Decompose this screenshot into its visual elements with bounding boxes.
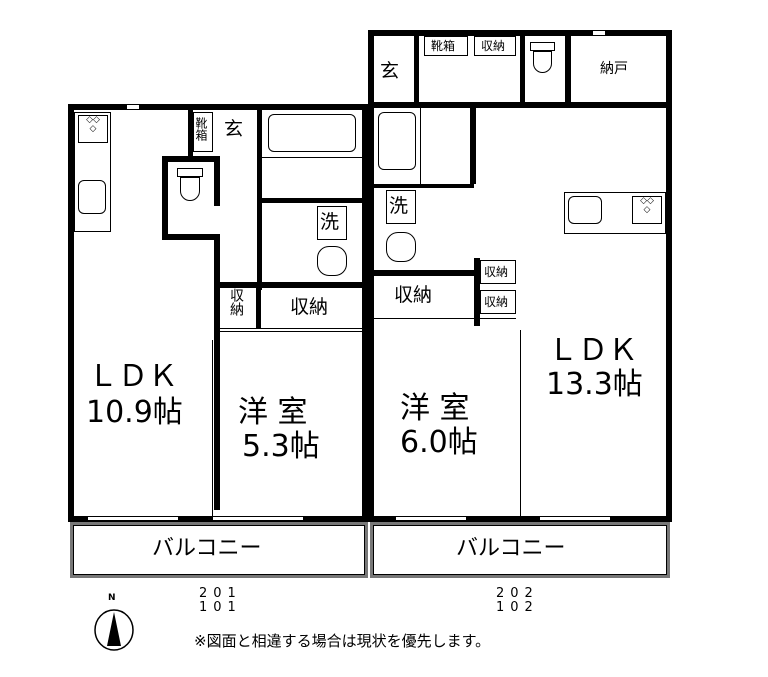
divider [262, 157, 362, 158]
door-opening [592, 30, 606, 36]
wall [368, 30, 672, 36]
storage-upper [480, 260, 516, 284]
wall [470, 108, 476, 184]
wall [368, 30, 374, 522]
window [396, 516, 466, 521]
shoe-box [193, 112, 213, 152]
closet-line [220, 328, 362, 329]
wall [474, 258, 480, 326]
ldk-size: 10.9帖 [86, 395, 183, 430]
washer-icon [317, 206, 347, 240]
storage-entry [474, 36, 516, 56]
wall [565, 36, 571, 106]
shoe-box-label: 靴箱 [194, 117, 208, 141]
toilet-tank-icon [530, 42, 555, 51]
wall [214, 156, 220, 206]
wall [68, 104, 74, 522]
wall [162, 156, 168, 240]
storage-upper-label: 収納 [484, 265, 509, 279]
wall [374, 102, 672, 108]
wall [362, 104, 368, 522]
divider [420, 108, 421, 184]
wall [520, 36, 525, 106]
wall [257, 110, 262, 290]
disclaimer-note: ※図面と相違する場合は現状を優先します。 [194, 632, 491, 650]
entrance-label: 玄 [380, 60, 400, 82]
window [213, 516, 303, 521]
wall [414, 36, 419, 102]
wall [262, 198, 362, 203]
compass: N [92, 594, 138, 654]
washbasin-icon [386, 232, 416, 262]
storage-lower-label: 収納 [484, 295, 509, 309]
wall [162, 156, 220, 162]
storage-entry-label: 収納 [481, 39, 506, 53]
storage-lower [480, 290, 516, 314]
balcony [70, 522, 368, 578]
wall [368, 516, 672, 522]
partition [212, 340, 213, 516]
entrance-label: 玄 [224, 118, 244, 140]
toilet-bowl-icon [180, 177, 200, 201]
wall [68, 104, 368, 110]
wall [162, 234, 220, 240]
sink-icon [568, 196, 602, 224]
wall [374, 184, 474, 188]
wall [188, 110, 193, 157]
washer-label: 洗 [389, 195, 409, 217]
toilet-tank-icon [177, 168, 203, 177]
wall [374, 270, 474, 276]
ldk-label: ＬＤＫ [548, 333, 638, 368]
shoe-box-label: 靴箱 [431, 39, 456, 53]
closet-line [220, 331, 362, 332]
closet-label: 納戸 [600, 61, 628, 77]
shoe-box [424, 36, 468, 56]
closet-line [374, 318, 516, 319]
unit-number-upper: 202 [496, 586, 539, 601]
partition [520, 330, 521, 516]
wall [256, 288, 261, 328]
window [540, 516, 610, 521]
western-room-label: 洋 室 [400, 391, 470, 426]
western-room-size: 6.0帖 [400, 425, 478, 460]
western-room-label: 洋 室 [238, 395, 308, 430]
unit-number-lower: 102 [496, 600, 539, 615]
wall [214, 282, 362, 288]
ldk-size: 13.3帖 [546, 367, 643, 402]
bathtub-icon [268, 114, 356, 152]
bathtub-icon [378, 112, 416, 170]
storage-small-label: 収納 [228, 288, 244, 316]
stove-icon: ◇◇◇ [632, 196, 662, 224]
unit-number-upper: 201 [199, 586, 242, 601]
balcony [370, 522, 670, 578]
balcony-label: バルコニー [152, 536, 262, 561]
ldk-label: ＬＤＫ [88, 359, 178, 394]
door-opening [126, 104, 140, 110]
western-room-size: 5.3帖 [242, 429, 320, 464]
toilet-bowl-icon [533, 51, 552, 73]
storage-label: 収納 [290, 296, 329, 318]
washer-icon [386, 190, 416, 224]
window [88, 516, 178, 521]
washer-label: 洗 [320, 211, 340, 233]
north-arrow-icon [94, 609, 134, 651]
compass-north-label: N [108, 593, 116, 603]
balcony-label: バルコニー [456, 536, 566, 561]
storage-label: 収納 [394, 284, 433, 306]
stove-icon: ◇◇◇ [78, 115, 108, 143]
sink-icon [78, 180, 106, 214]
washbasin-icon [317, 246, 347, 276]
wall [214, 240, 220, 510]
wall [666, 30, 672, 522]
unit-number-lower: 101 [199, 600, 242, 615]
